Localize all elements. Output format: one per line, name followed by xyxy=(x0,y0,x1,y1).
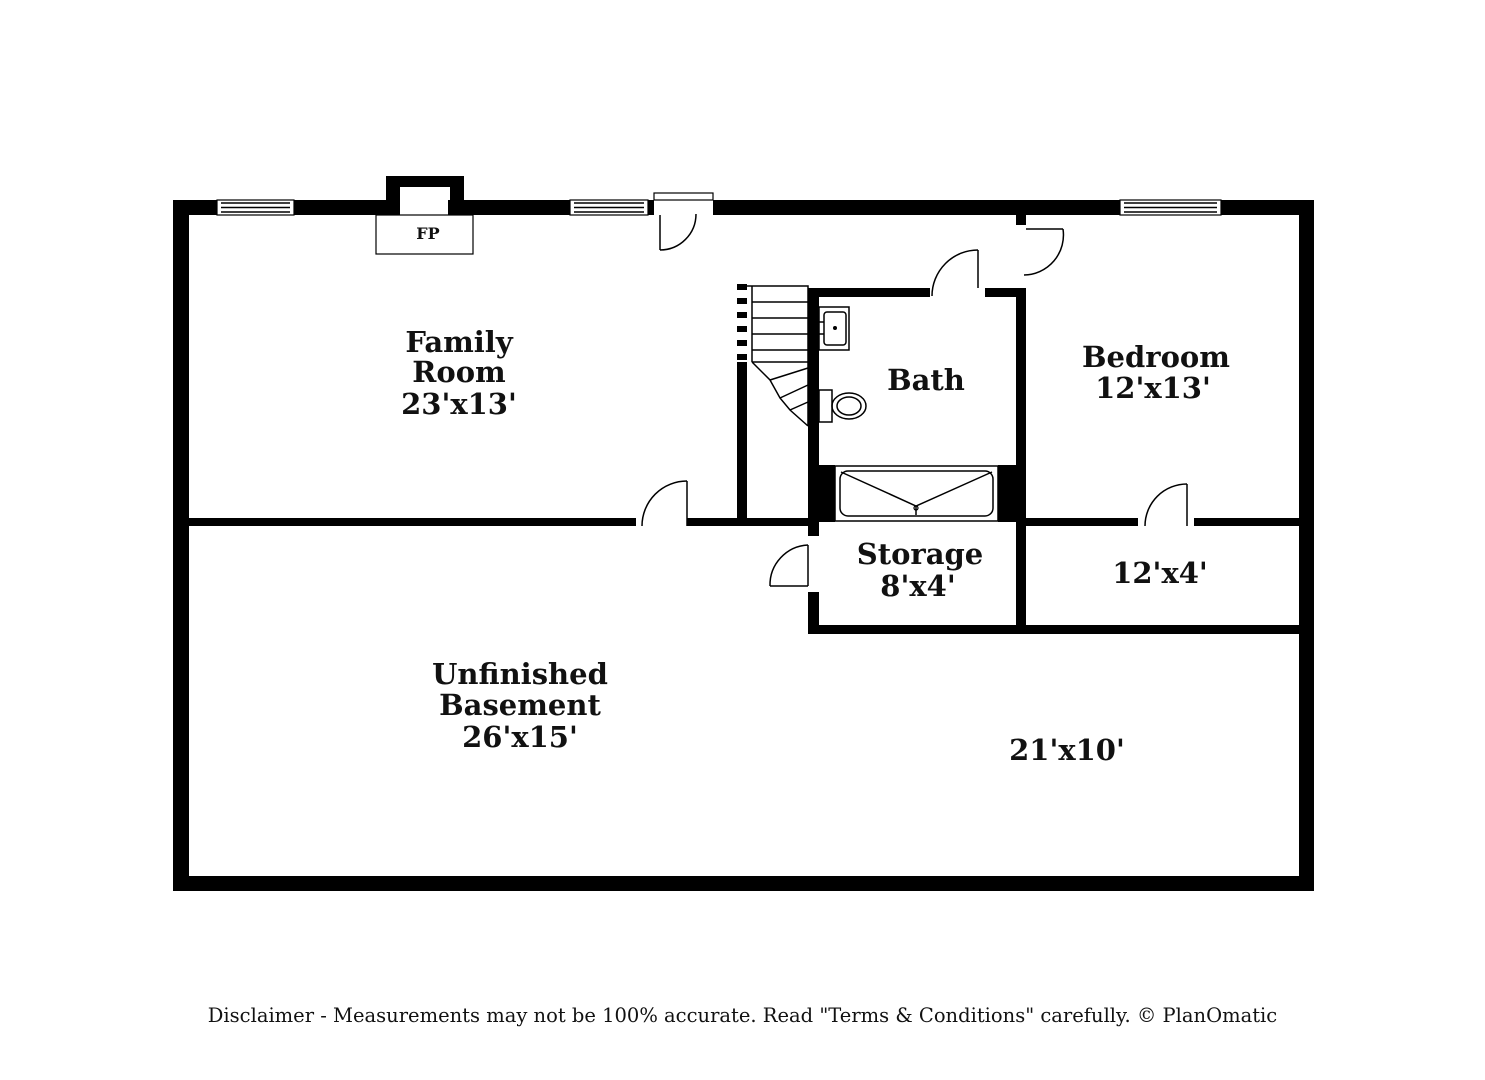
room-dimensions: 21'x10' xyxy=(1009,733,1125,767)
door-bath xyxy=(931,249,979,297)
door-closet xyxy=(1144,483,1188,527)
bath-sink xyxy=(818,306,850,351)
room-name: Family xyxy=(405,325,514,359)
room-family-room: Family Room 23'x13' xyxy=(401,325,517,421)
room-name: Bedroom xyxy=(1082,340,1230,374)
room-basement-east: 21'x10' xyxy=(1009,733,1125,767)
room-bath: Bath xyxy=(887,363,965,397)
room-name: Storage xyxy=(857,537,983,571)
room-dimensions: 8'x4' xyxy=(880,569,955,603)
bath-tub xyxy=(834,465,999,522)
room-name: Basement xyxy=(439,688,601,722)
window-west xyxy=(216,199,295,216)
bath-toilet xyxy=(818,389,867,423)
room-bedroom: Bedroom 12'x13' xyxy=(1082,340,1230,405)
door-storage xyxy=(769,544,809,587)
window-bedroom xyxy=(1119,199,1222,216)
room-unfinished-basement: Unfinished Basement 26'x15' xyxy=(432,657,608,754)
entry-door xyxy=(653,192,714,251)
fireplace-label: FP xyxy=(416,224,439,243)
room-dimensions: 26'x15' xyxy=(462,720,578,754)
room-storage: Storage 8'x4' xyxy=(857,537,983,603)
exterior-walls xyxy=(173,176,1314,891)
interior-walls xyxy=(189,215,1299,634)
door-family-room xyxy=(641,480,688,527)
window-center xyxy=(569,199,649,216)
staircase xyxy=(737,284,809,427)
room-dimensions: 12'x13' xyxy=(1095,371,1211,405)
room-dimensions: 12'x4' xyxy=(1112,556,1208,590)
room-dimensions: 23'x13' xyxy=(401,387,517,421)
disclaimer-text: Disclaimer - Measurements may not be 100… xyxy=(207,1004,1278,1027)
fireplace: FP xyxy=(375,214,474,255)
room-name: Room xyxy=(412,355,506,389)
room-closet: 12'x4' xyxy=(1112,556,1208,590)
room-name: Unfinished xyxy=(432,657,608,691)
room-name: Bath xyxy=(887,363,965,397)
door-bedroom xyxy=(1023,228,1065,276)
